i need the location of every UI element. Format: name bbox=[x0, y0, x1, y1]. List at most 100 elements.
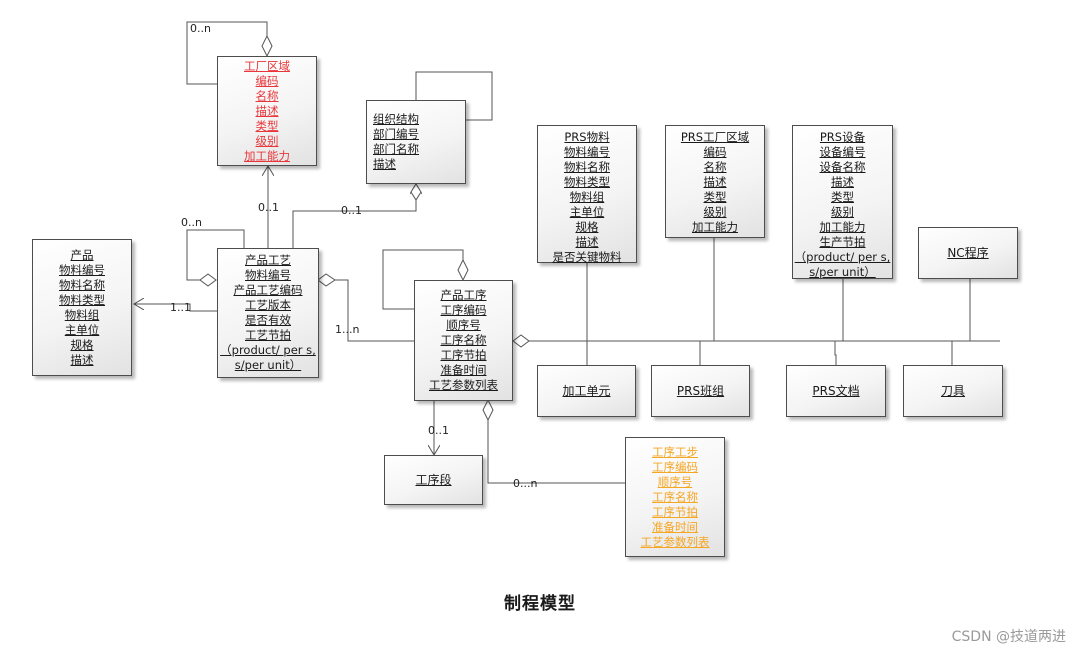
product-operation-line: 准备时间 bbox=[440, 363, 487, 377]
product-line: 描述 bbox=[70, 352, 94, 367]
operation-diamond-top bbox=[457, 258, 469, 282]
factory-area-line: 名称 bbox=[255, 88, 279, 103]
process-to-product bbox=[134, 304, 217, 312]
org-self-loop bbox=[415, 71, 493, 121]
prs-equipment-line: （product/ per s, bbox=[794, 250, 891, 264]
multiplicity-operation-to-segment: 0..1 bbox=[428, 424, 449, 437]
work-unit-label: 加工单元 bbox=[562, 383, 611, 398]
factory-area-line: 加工能力 bbox=[244, 148, 290, 163]
prs-team-label: PRS班组 bbox=[676, 383, 725, 398]
factory-area-entity: 工厂区域 编码 名称 描述 类型 级别 加工能力 bbox=[217, 56, 317, 166]
prs-material-line: 物料名称 bbox=[564, 160, 610, 174]
org-entity: 组织结构 部门编号 部门名称 描述 bbox=[366, 100, 466, 184]
product-line: 物料类型 bbox=[59, 292, 105, 307]
operation-segment-entity: 工序段 bbox=[384, 455, 483, 505]
product-operation-line: 工序名称 bbox=[440, 333, 487, 347]
prs-material-entity: PRS物料 物料编号 物料名称 物料类型 物料组 主单位 规格 描述 是否关键物… bbox=[537, 125, 637, 264]
multiplicity-process-to-operation: 1...n bbox=[335, 323, 360, 336]
factory-area-diamond bbox=[261, 34, 273, 58]
prs-factory-area-entity: PRS工厂区域 编码 名称 描述 类型 级别 加工能力 bbox=[665, 125, 765, 238]
factory-area-line: 编码 bbox=[255, 73, 279, 88]
prs-document-label: PRS文档 bbox=[812, 383, 860, 398]
nc-program-entity: NC程序 bbox=[918, 227, 1018, 279]
work-step-line: 工序工步 bbox=[652, 444, 698, 459]
prs-equipment-entity: PRS设备 设备编号 设备名称 描述 类型 级别 加工能力 生产节拍 （prod… bbox=[792, 125, 893, 279]
prs-material-line: 描述 bbox=[575, 235, 599, 249]
prs-material-line: 物料编号 bbox=[564, 145, 610, 159]
product-operation-line: 工艺参数列表 bbox=[429, 378, 498, 392]
product-line: 规格 bbox=[70, 337, 94, 352]
work-step-line: 顺序号 bbox=[657, 474, 693, 489]
prs-factory-area-line: 级别 bbox=[703, 205, 727, 219]
factory-area-line: 级别 bbox=[255, 133, 279, 148]
product-process-line: s/per unit） bbox=[234, 358, 302, 372]
org-line: 描述 bbox=[373, 157, 396, 171]
multiplicity-process-to-product: 1..1 bbox=[170, 301, 191, 314]
work-step-line: 工序名称 bbox=[652, 489, 698, 504]
prs-document-entity: PRS文档 bbox=[786, 365, 886, 417]
product-process-entity: 产品工艺 物料编号 产品工艺编码 工艺版本 是否有效 工艺节拍 （product… bbox=[217, 248, 319, 378]
prs-team-entity: PRS班组 bbox=[651, 365, 750, 417]
prs-factory-area-line: 类型 bbox=[703, 190, 727, 204]
prs-material-line: 物料组 bbox=[569, 190, 605, 204]
work-step-line: 准备时间 bbox=[652, 519, 698, 534]
multiplicity-factory-to-process: 0..1 bbox=[258, 201, 279, 214]
org-line: 部门编号 bbox=[373, 127, 419, 141]
product-line: 物料名称 bbox=[59, 277, 105, 292]
org-diamond bbox=[410, 183, 422, 201]
prs-equipment-line: 类型 bbox=[831, 190, 854, 204]
factory-area-line: 描述 bbox=[255, 103, 279, 118]
prs-factory-area-line: PRS工厂区域 bbox=[680, 130, 750, 144]
org-line: 组织结构 bbox=[373, 112, 419, 126]
prs-equipment-line: 级别 bbox=[831, 205, 854, 219]
product-process-line: 产品工艺 bbox=[245, 253, 291, 267]
product-process-line: 物料编号 bbox=[245, 268, 291, 282]
product-operation-line: 工序节拍 bbox=[440, 348, 487, 362]
prs-equipment-line: 加工能力 bbox=[819, 220, 866, 234]
tool-label: 刀具 bbox=[940, 383, 965, 398]
factory-area-line: 工厂区域 bbox=[244, 58, 290, 73]
product-process-line: 工艺节拍 bbox=[245, 328, 291, 342]
work-step-entity: 工序工步 工序编码 顺序号 工序名称 工序节拍 准备时间 工艺参数列表 bbox=[625, 437, 725, 557]
prs-equipment-line: 设备名称 bbox=[819, 160, 866, 174]
prs-equipment-line: PRS设备 bbox=[819, 130, 866, 144]
operation-diamond-right bbox=[512, 334, 530, 348]
product-operation-line: 工序编码 bbox=[440, 303, 487, 317]
product-process-line: 是否有效 bbox=[245, 313, 291, 327]
multiplicity-process-self: 0..n bbox=[181, 216, 202, 229]
process-self-loop bbox=[186, 229, 245, 281]
process-diamond-right bbox=[317, 273, 336, 287]
product-process-line: 工艺版本 bbox=[245, 298, 291, 312]
product-process-line: （product/ per s, bbox=[220, 343, 316, 357]
operation-to-work-step bbox=[487, 420, 625, 484]
watermark: CSDN @技道两进 bbox=[951, 629, 1066, 645]
prs-equipment-line: 描述 bbox=[831, 175, 854, 189]
prs-material-line: PRS物料 bbox=[564, 130, 610, 144]
operation-segment-label: 工序段 bbox=[415, 472, 452, 487]
operation-self-loop bbox=[382, 249, 464, 310]
factory-area-self-loop bbox=[186, 21, 268, 85]
org-line: 部门名称 bbox=[373, 142, 419, 156]
prs-equipment-line: 设备编号 bbox=[819, 145, 866, 159]
multiplicity-operation-to-step: 0...n bbox=[513, 477, 538, 490]
diagram-caption: 制程模型 bbox=[504, 594, 576, 614]
prs-material-line: 主单位 bbox=[569, 205, 605, 219]
prs-material-line: 物料类型 bbox=[564, 175, 610, 189]
product-line: 物料编号 bbox=[59, 262, 105, 277]
product-operation-entity: 产品工序 工序编码 顺序号 工序名称 工序节拍 准备时间 工艺参数列表 bbox=[414, 280, 513, 401]
prs-factory-area-line: 描述 bbox=[703, 175, 727, 189]
prs-equipment-line: s/per unit） bbox=[809, 265, 876, 279]
work-unit-entity: 加工单元 bbox=[537, 365, 636, 417]
prs-material-line: 规格 bbox=[575, 220, 599, 234]
prs-factory-area-line: 编码 bbox=[703, 145, 727, 159]
work-step-line: 工序编码 bbox=[652, 459, 698, 474]
product-entity: 产品 物料编号 物料名称 物料类型 物料组 主单位 规格 描述 bbox=[32, 239, 132, 376]
multiplicity-org-to-process: 0..1 bbox=[341, 204, 362, 217]
bus-to-prs-document bbox=[834, 341, 837, 365]
product-line: 物料组 bbox=[64, 307, 100, 322]
product-line: 主单位 bbox=[64, 322, 100, 337]
process-to-operation bbox=[335, 279, 414, 342]
work-step-line: 工序节拍 bbox=[652, 504, 698, 519]
operation-diamond-bottom bbox=[482, 398, 494, 422]
